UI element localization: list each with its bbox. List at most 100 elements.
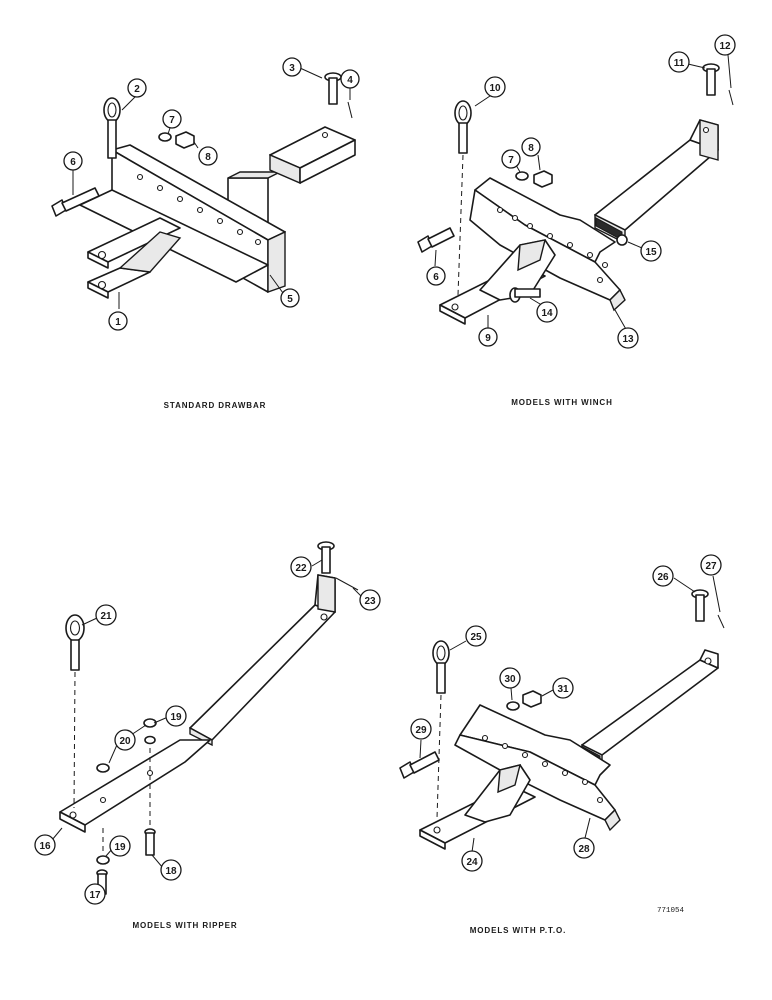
cotter-pin: [347, 101, 353, 119]
svg-text:8: 8: [528, 143, 534, 154]
bolt-15: [616, 234, 628, 246]
callout: 7: [501, 149, 521, 169]
caption-standard-drawbar: STANDARD DRAWBAR: [164, 401, 267, 410]
callout: 7: [162, 109, 182, 129]
callout: 14: [536, 301, 558, 323]
washer: [143, 718, 157, 728]
caption-models-with-pto: MODELS WITH P.T.O.: [470, 926, 567, 935]
callout: 19: [109, 835, 131, 857]
svg-text:25: 25: [470, 632, 482, 643]
bolt-18: [144, 828, 156, 856]
callout: 8: [198, 146, 218, 166]
svg-text:14: 14: [541, 308, 553, 319]
caption-models-with-ripper: MODELS WITH RIPPER: [132, 921, 237, 930]
cotter-pin: [717, 614, 725, 629]
callout: 11: [668, 51, 690, 73]
eye-pin: [103, 97, 121, 159]
callout: 8: [521, 137, 541, 157]
svg-text:7: 7: [508, 155, 514, 166]
callout: 30: [499, 667, 521, 689]
svg-text:20: 20: [119, 736, 131, 747]
callout: 13: [617, 327, 639, 349]
svg-text:21: 21: [100, 611, 112, 622]
svg-text:13: 13: [622, 334, 634, 345]
svg-text:7: 7: [169, 115, 175, 126]
caption-models-with-winch: MODELS WITH WINCH: [511, 398, 613, 407]
svg-text:11: 11: [674, 58, 685, 69]
svg-text:5: 5: [287, 294, 293, 305]
svg-text:29: 29: [415, 725, 427, 736]
callout: 17: [84, 883, 106, 905]
callout: 3: [282, 57, 302, 77]
bolt: [417, 227, 455, 253]
panel-standard-drawbar: 1 2 3 4 5 6 7 8 STANDARD DRAWBAR: [51, 57, 360, 410]
panel-models-with-winch: 6 7 8 9 10 11 12 13 14 15 MODELS WITH WI…: [417, 34, 736, 407]
winch-hitch: [479, 239, 556, 301]
callout: 22: [290, 556, 312, 578]
callout: 15: [640, 240, 662, 262]
nut: [533, 170, 553, 188]
svg-text:8: 8: [205, 152, 211, 163]
washer: [96, 763, 110, 773]
svg-text:10: 10: [489, 83, 501, 94]
callout: 21: [95, 604, 117, 626]
svg-text:16: 16: [39, 841, 51, 852]
nut: [522, 690, 542, 708]
pto-hitch: [464, 764, 531, 823]
callout: 2: [127, 78, 147, 98]
eye-pin: [65, 614, 85, 671]
svg-text:6: 6: [70, 157, 76, 168]
svg-text:19: 19: [170, 712, 182, 723]
svg-text:18: 18: [165, 866, 177, 877]
svg-text:19: 19: [114, 842, 126, 853]
bolt: [399, 751, 440, 779]
callout: 4: [340, 69, 360, 89]
svg-text:26: 26: [657, 572, 669, 583]
svg-text:2: 2: [134, 84, 140, 95]
callout: 25: [465, 625, 487, 647]
svg-text:28: 28: [578, 844, 590, 855]
svg-text:4: 4: [347, 75, 353, 86]
pin-11: [702, 63, 720, 96]
callout: 31: [552, 677, 574, 699]
callout: 1: [108, 311, 128, 331]
washer: [96, 855, 110, 865]
svg-text:31: 31: [557, 684, 569, 695]
pto-cross-frame: [454, 704, 621, 832]
svg-text:9: 9: [485, 333, 491, 344]
svg-text:6: 6: [433, 272, 439, 283]
callout: 23: [359, 589, 381, 611]
callout: 29: [410, 718, 432, 740]
svg-text:23: 23: [364, 596, 376, 607]
washer: [158, 132, 172, 142]
callout: 27: [700, 554, 722, 576]
washer: [506, 701, 520, 711]
panel-models-with-ripper: 16 17 18 19 19 20 21 22 23 MODELS WITH R…: [34, 541, 381, 930]
callout: 26: [652, 565, 674, 587]
bolt: [51, 187, 100, 217]
ripper-drawbar-arm: [189, 574, 336, 747]
svg-text:15: 15: [645, 247, 657, 258]
svg-text:17: 17: [89, 890, 101, 901]
svg-text:22: 22: [295, 563, 307, 574]
ripper-drawbar-plate: [59, 739, 211, 833]
callout: 19: [165, 705, 187, 727]
callout: 28: [573, 837, 595, 859]
callout: 9: [478, 327, 498, 347]
panel-models-with-pto: 24 25 26 27 28 29 30 31 MODELS WITH P.T.…: [399, 554, 725, 935]
callout: 12: [714, 34, 736, 56]
eye-pin: [454, 100, 472, 154]
drawing-id: 771054: [657, 907, 685, 915]
svg-text:3: 3: [289, 63, 295, 74]
callout: 6: [426, 266, 446, 286]
nut: [175, 131, 195, 149]
washer: [515, 171, 529, 181]
callout: 5: [280, 288, 300, 308]
callout: 20: [114, 729, 136, 751]
washer: [144, 735, 156, 745]
callout: 18: [160, 859, 182, 881]
drawbar-clevis: [87, 217, 182, 299]
cotter-pin: [335, 577, 359, 591]
pin-14: [509, 287, 541, 303]
svg-text:1: 1: [115, 317, 121, 328]
